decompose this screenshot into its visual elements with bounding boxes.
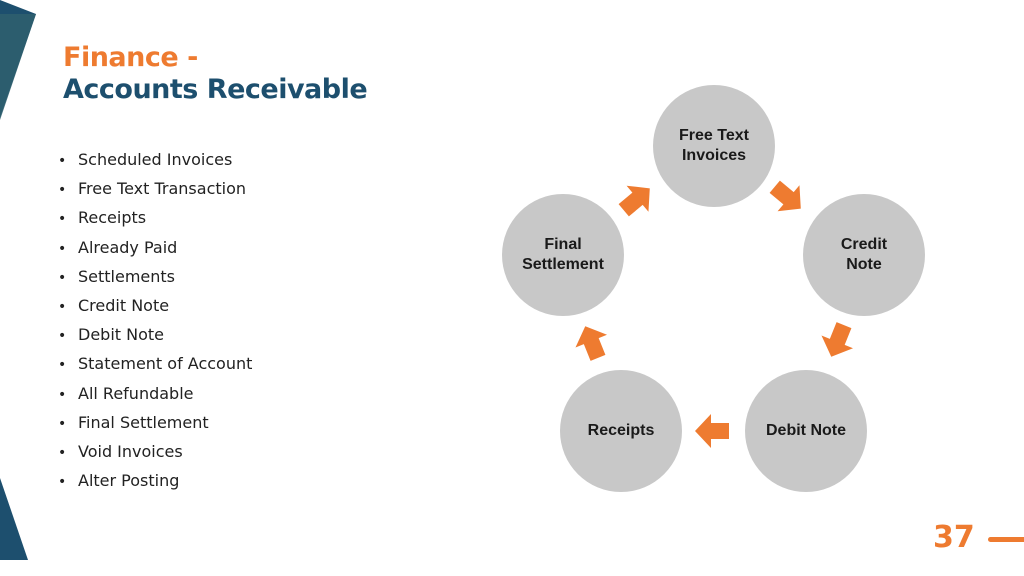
top-left-stripe-shade xyxy=(0,14,36,120)
arrow-icon xyxy=(815,318,860,364)
cycle-node-label: Free Text Invoices xyxy=(679,127,749,164)
cycle-node-final-settlement: Final Settlement xyxy=(502,194,624,316)
list-item: •Alter Posting xyxy=(58,466,252,495)
bullet-icon: • xyxy=(58,211,67,228)
cycle-node-credit-note: Credit Note xyxy=(803,194,925,316)
arrow-icon xyxy=(612,175,661,224)
cycle-node-free-text-invoices: Free Text Invoices xyxy=(653,85,775,207)
bullet-icon: • xyxy=(58,444,67,461)
slide-title: Finance - Accounts Receivable xyxy=(63,42,368,107)
page-number: 37 xyxy=(933,520,975,555)
list-item: •Debit Note xyxy=(58,320,252,349)
list-item: •Settlements xyxy=(58,262,252,291)
bullet-icon: • xyxy=(58,182,67,199)
bottom-left-stripe xyxy=(0,478,28,560)
bullet-icon: • xyxy=(58,415,67,432)
arrow-icon xyxy=(695,414,729,448)
cycle-node-label: Credit Note xyxy=(840,236,888,273)
cycle-node-label: Debit Note xyxy=(766,422,846,439)
bullet-icon: • xyxy=(58,386,67,403)
cycle-node-receipts: Receipts xyxy=(560,370,682,492)
list-item: •Receipts xyxy=(58,203,252,232)
feature-list: •Scheduled Invoices •Free Text Transacti… xyxy=(58,145,252,495)
cycle-node-label: Receipts xyxy=(587,422,655,439)
title-line-1: Finance - xyxy=(63,42,198,73)
left-edge-decoration xyxy=(0,0,36,560)
bullet-icon: • xyxy=(58,474,67,491)
bullet-icon: • xyxy=(58,240,67,257)
list-item: •Statement of Account xyxy=(58,349,252,378)
list-item: •Free Text Transaction xyxy=(58,174,252,203)
list-item: •All Refundable xyxy=(58,379,252,408)
list-item: •Void Invoices xyxy=(58,437,252,466)
cycle-node-label: Final Settlement xyxy=(522,236,604,273)
cycle-node-debit-note: Debit Note xyxy=(745,370,867,492)
bullet-icon: • xyxy=(58,298,67,315)
arrow-icon xyxy=(763,173,812,222)
list-item: •Scheduled Invoices xyxy=(58,145,252,174)
arrow-icon xyxy=(569,319,614,365)
bullet-icon: • xyxy=(58,153,67,169)
bullet-icon: • xyxy=(58,357,67,374)
title-line-2: Accounts Receivable xyxy=(63,74,368,106)
list-item: •Final Settlement xyxy=(58,408,252,437)
bullet-icon: • xyxy=(58,269,67,286)
list-item: •Already Paid xyxy=(58,233,252,262)
list-item: •Credit Note xyxy=(58,291,252,320)
page-number-accent-bar xyxy=(988,537,1024,542)
bullet-icon: • xyxy=(58,328,67,345)
